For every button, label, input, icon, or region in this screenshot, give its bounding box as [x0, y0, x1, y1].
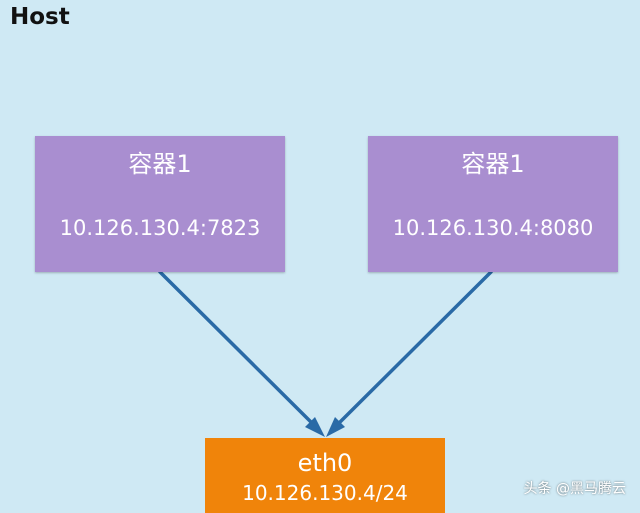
container-box-7823: 容器1 10.126.130.4:7823: [35, 136, 285, 272]
interface-address: 10.126.130.4/24: [242, 481, 408, 505]
arrow-head-left: [305, 417, 325, 437]
container-name: 容器1: [461, 150, 525, 178]
arrow-container-left-to-eth0: [158, 270, 320, 431]
container-address: 10.126.130.4:8080: [392, 216, 594, 240]
arrow-container-right-to-eth0: [331, 270, 493, 431]
host-title: Host: [10, 4, 70, 30]
container-box-8080: 容器1 10.126.130.4:8080: [368, 136, 618, 272]
container-name: 容器1: [128, 150, 192, 178]
interface-name: eth0: [297, 449, 353, 477]
eth0-interface-box: eth0 10.126.130.4/24: [205, 438, 445, 513]
watermark: 头条 @黑马腾云: [523, 481, 626, 497]
arrow-head-right: [326, 417, 345, 437]
container-address: 10.126.130.4:7823: [59, 216, 261, 240]
